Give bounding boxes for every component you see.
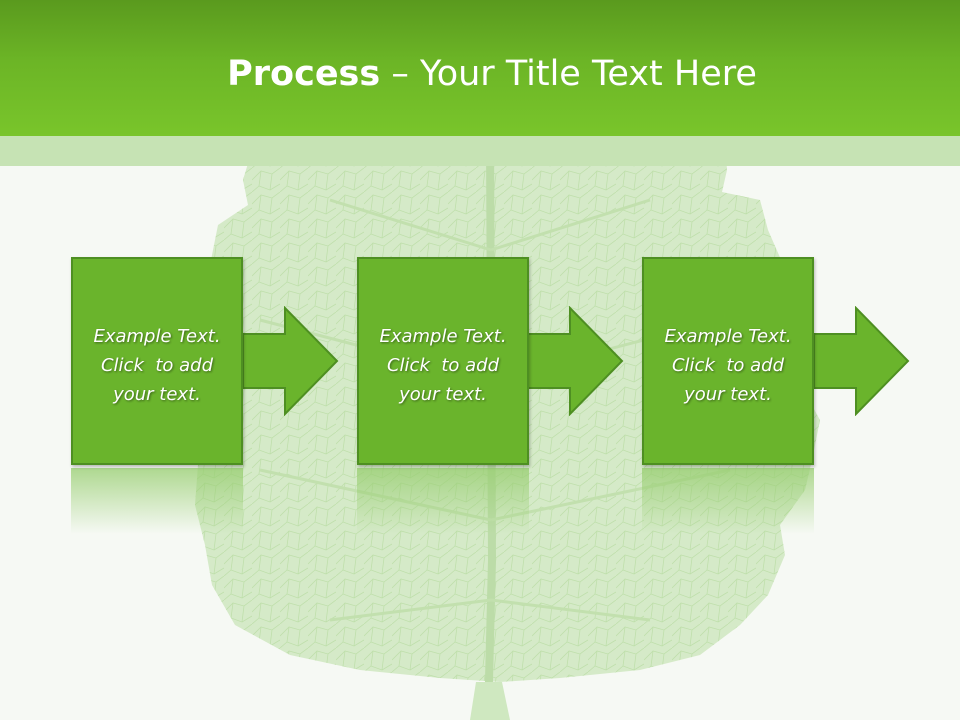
title-bold-text: Process <box>227 54 381 94</box>
step-3-reflection <box>642 468 814 534</box>
title-rest-text: – Your Title Text Here <box>391 54 757 94</box>
step-1-text[interactable]: Example Text. Click to add your text. <box>93 326 221 405</box>
step-2-arrow[interactable] <box>528 306 624 416</box>
step-1-box[interactable] <box>71 257 243 465</box>
slide-title[interactable]: Process – Your Title Text Here <box>0 52 960 96</box>
title-bar <box>0 0 960 136</box>
step-3-box[interactable] <box>642 257 814 465</box>
step-3-text[interactable]: Example Text. Click to add your text. <box>664 326 792 405</box>
title-band <box>0 136 960 166</box>
step-3-arrow[interactable] <box>814 306 910 416</box>
step-2-reflection <box>357 468 529 534</box>
step-2-text[interactable]: Example Text. Click to add your text. <box>379 326 507 405</box>
step-1-arrow[interactable] <box>243 306 339 416</box>
step-2-box[interactable] <box>357 257 529 465</box>
step-1-reflection <box>71 468 243 534</box>
